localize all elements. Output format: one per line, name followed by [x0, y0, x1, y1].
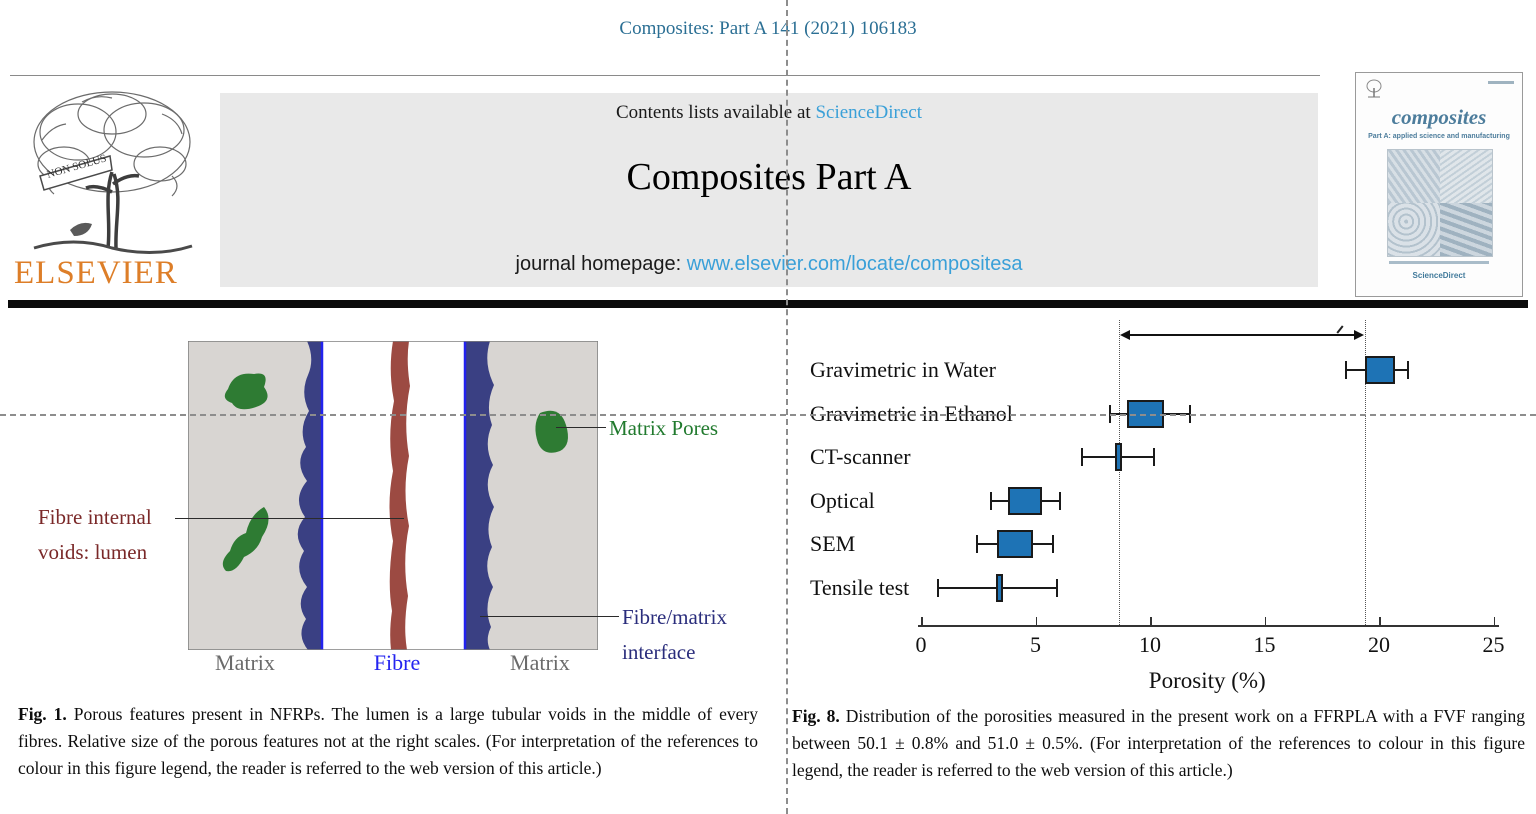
whisker-cap-high — [1058, 491, 1061, 510]
lumen-leader-line — [175, 518, 404, 519]
boxplot-category-label: CT-scanner — [810, 444, 911, 469]
x-axis-tick-label: 20 — [1368, 632, 1390, 657]
reference-line — [1119, 320, 1121, 625]
x-axis-tick — [1379, 617, 1381, 625]
boxplot-category-label: Gravimetric in Ethanol — [810, 400, 1013, 426]
x-axis-tick-label: 0 — [915, 632, 927, 657]
fig1-label-lumen-line1: Fibre internal — [38, 505, 152, 529]
fig1-caption-text: Porous features present in NFRPs. The lu… — [18, 704, 758, 778]
boxplot-category-label: Optical — [810, 487, 875, 513]
contents-line-text: Contents lists available at — [615, 102, 816, 123]
x-axis-line — [918, 625, 1499, 627]
median-bar — [995, 573, 1003, 602]
whisker-cap-low — [989, 491, 992, 510]
whisker-cap-low — [1081, 448, 1084, 466]
homepage-line: journal homepage: www.elsevier.com/locat… — [220, 253, 1318, 276]
fig1-label-lumen-line2: voids: lumen — [38, 540, 148, 564]
cover-micrograph-1 — [1388, 150, 1440, 203]
whisker-cap-high — [1051, 535, 1054, 553]
x-axis-title: Porosity (%) — [1148, 668, 1266, 693]
elsevier-logo: NON SOLUS ELSEVIER — [12, 80, 212, 292]
interface-leader-line — [480, 616, 619, 617]
fig1-label-matrix-pores: Matrix Pores — [609, 416, 719, 440]
cover-editors-placeholder — [1389, 261, 1489, 264]
whisker-cap-low — [937, 578, 940, 597]
x-axis-tick — [1264, 617, 1266, 625]
cover-issn-placeholder — [1488, 81, 1514, 84]
arrowhead-left-icon — [1120, 330, 1131, 340]
fig1-label-interface-line2: interface — [622, 640, 696, 664]
fig1-label-matrix-right: Matrix — [510, 650, 570, 675]
cover-micrograph-3 — [1388, 203, 1440, 256]
x-axis-tick-label: 10 — [1139, 632, 1161, 657]
fig1-label-fibre: Fibre — [373, 650, 421, 675]
median-bar — [1114, 443, 1122, 471]
whisker-cap-low — [1108, 404, 1111, 423]
x-axis-tick — [1493, 617, 1495, 625]
crosshair-horizontal-line — [0, 414, 1536, 416]
journal-banner: Contents lists available at ScienceDirec… — [220, 93, 1318, 287]
crosshair-vertical-line — [786, 0, 788, 814]
contents-line: Contents lists available at ScienceDirec… — [220, 102, 1318, 124]
cover-title: composites — [1391, 105, 1487, 129]
x-axis-tick-label: 15 — [1253, 632, 1276, 657]
cover-micrograph-2 — [1440, 150, 1492, 203]
cover-micrograph-4 — [1440, 203, 1492, 256]
whisker-cap-high — [1152, 448, 1155, 466]
fig1-diagram — [188, 341, 598, 650]
fig1-caption: Fig. 1. Porous features present in NFRPs… — [18, 701, 758, 782]
sciencedirect-link[interactable]: ScienceDirect — [815, 102, 923, 123]
whisker-cap-high — [1189, 404, 1192, 423]
fig1-caption-number: Fig. 1. — [18, 704, 67, 724]
whisker-cap-low — [975, 535, 978, 553]
x-axis-tick-label: 5 — [1030, 632, 1041, 657]
homepage-link[interactable]: www.elsevier.com/locate/compositesa — [686, 253, 1023, 275]
cover-elsevier-mini-icon — [1366, 79, 1382, 98]
journal-cover-thumbnail: composites Part A: applied science and m… — [1355, 72, 1523, 297]
cover-sciencedirect: ScienceDirect — [1412, 271, 1466, 280]
whisker-cap-low — [1344, 361, 1347, 379]
journal-title: Composites Part A — [626, 156, 912, 198]
elsevier-wordmark: ELSEVIER — [14, 255, 178, 291]
stray-mark — [1336, 325, 1344, 334]
box — [1127, 399, 1164, 428]
fig1-label-matrix-left: Matrix — [215, 650, 275, 675]
fig1-label-interface-line1: Fibre/matrix — [622, 605, 727, 629]
cover-subtitle: Part A: applied science and manufacturin… — [1368, 133, 1510, 140]
cover-micrograph-grid — [1387, 149, 1493, 257]
fig8-caption-number: Fig. 8. — [792, 706, 840, 726]
arrow-line — [1122, 334, 1363, 336]
boxplot-category-label: SEM — [810, 531, 856, 556]
boxplot-category-label: Tensile test — [810, 574, 910, 600]
box — [1008, 486, 1043, 515]
boxplot-category-label: Gravimetric in Water — [810, 357, 996, 382]
thick-divider-rule — [8, 300, 1528, 308]
x-axis-tick — [1150, 617, 1152, 625]
whisker-cap-high — [1056, 578, 1059, 597]
pores-leader-line — [556, 427, 606, 428]
x-axis-tick — [1035, 617, 1037, 625]
fig8-caption: Fig. 8. Distribution of the porosities m… — [792, 703, 1525, 784]
box — [1365, 356, 1396, 384]
reference-line — [1365, 320, 1367, 625]
box — [996, 530, 1034, 558]
article-citation: Composites: Part A 141 (2021) 106183 — [619, 18, 917, 39]
elsevier-tree-icon: NON SOLUS — [33, 91, 193, 254]
x-axis-tick-label: 25 — [1482, 632, 1505, 657]
homepage-line-text: journal homepage: — [515, 253, 687, 275]
whisker-cap-high — [1406, 361, 1409, 379]
arrowhead-right-icon — [1354, 330, 1365, 340]
fig8-caption-text: Distribution of the porosities measured … — [792, 706, 1525, 780]
x-axis-tick — [921, 617, 923, 625]
header-rule — [10, 75, 1320, 76]
